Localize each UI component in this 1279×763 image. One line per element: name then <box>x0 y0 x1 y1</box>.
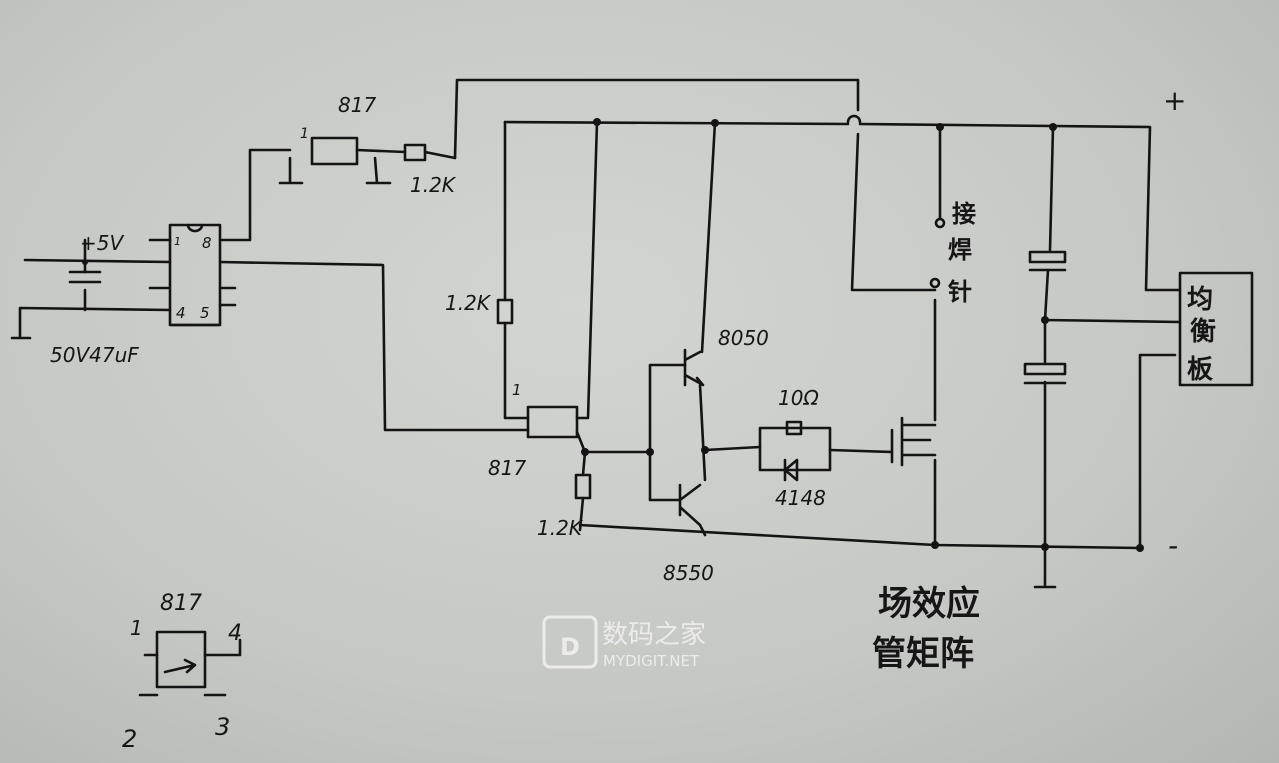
label-minus: - <box>1168 529 1178 562</box>
gate-network <box>758 426 832 472</box>
capacitor-upper <box>1028 250 1067 272</box>
label-resistor-mid: 1.2K <box>445 291 492 315</box>
label-mosfet-matrix-1: 场效应 <box>878 584 980 624</box>
label-ic-pin8: 8 <box>202 234 212 252</box>
label-balance-2: 衡 <box>1190 316 1216 347</box>
label-mosfet-matrix-2: 管矩阵 <box>872 634 974 674</box>
label-ic-pin5: 5 <box>200 304 210 322</box>
label-balance-1: 均 <box>1187 285 1213 315</box>
ic-pins <box>148 223 237 327</box>
label-resistor-low: 1.2K <box>537 516 584 540</box>
wires <box>10 78 1182 589</box>
label-817-top: 817 <box>338 93 376 117</box>
label-capacitor: 50V47uF <box>50 343 139 367</box>
legend-optocoupler <box>155 630 207 689</box>
label-pnp: 8550 <box>663 561 714 585</box>
pnp-transistor-8550 <box>678 483 707 537</box>
label-npn: 8050 <box>718 326 769 350</box>
label-weld-1: 接 <box>952 200 976 228</box>
resistor-1k2-top <box>403 143 427 162</box>
diode-4148 <box>783 458 799 482</box>
resistor-10ohm <box>785 420 803 436</box>
balance-board-box <box>1178 271 1254 387</box>
npn-transistor-8050 <box>683 348 705 387</box>
weld-terminal-2 <box>929 277 941 289</box>
label-resistor-top: 1.2K <box>410 173 457 197</box>
label-balance-3: 板 <box>1187 355 1213 385</box>
legend-title: 817 <box>160 591 202 616</box>
label-weld-3: 针 <box>948 278 972 306</box>
watermark-logo-letter: D <box>560 633 580 661</box>
mosfet <box>890 416 937 467</box>
watermark-en: MYDIGIT.NET <box>603 652 700 670</box>
label-supply: +5V <box>80 231 124 255</box>
weld-terminal-1 <box>934 217 946 229</box>
label-plus: + <box>1163 84 1186 117</box>
label-817-mid: 817 <box>488 456 526 480</box>
label-817-top-pin: 1 <box>300 126 309 142</box>
watermark-cn: 数码之家 <box>602 620 706 650</box>
legend-pin3: 3 <box>215 713 230 741</box>
label-resistor-gate: 10Ω <box>778 386 819 410</box>
capacitor-lower <box>1023 362 1067 385</box>
legend-pins <box>138 638 242 697</box>
watermark-logo-icon <box>542 615 598 669</box>
label-ic-pin1: 1 <box>174 235 181 248</box>
watermark: D 数码之家 MYDIGIT.NET <box>542 615 706 670</box>
label-817-mid-pin: 1 <box>512 381 522 399</box>
label-ic-pin4: 4 <box>176 304 186 322</box>
junction-dots <box>82 118 1144 552</box>
optocoupler-817-mid <box>526 405 579 439</box>
capacitor-47uf <box>68 270 102 284</box>
optocoupler-817-top <box>310 136 359 166</box>
resistor-1k2-low <box>574 473 592 500</box>
label-diode: 4148 <box>775 486 826 510</box>
label-weld-2: 焊 <box>948 236 972 264</box>
resistor-1k2-mid <box>496 298 514 325</box>
legend-pin1: 1 <box>130 616 143 640</box>
legend-pin2: 2 <box>122 725 137 753</box>
legend-pin4: 4 <box>228 621 242 646</box>
